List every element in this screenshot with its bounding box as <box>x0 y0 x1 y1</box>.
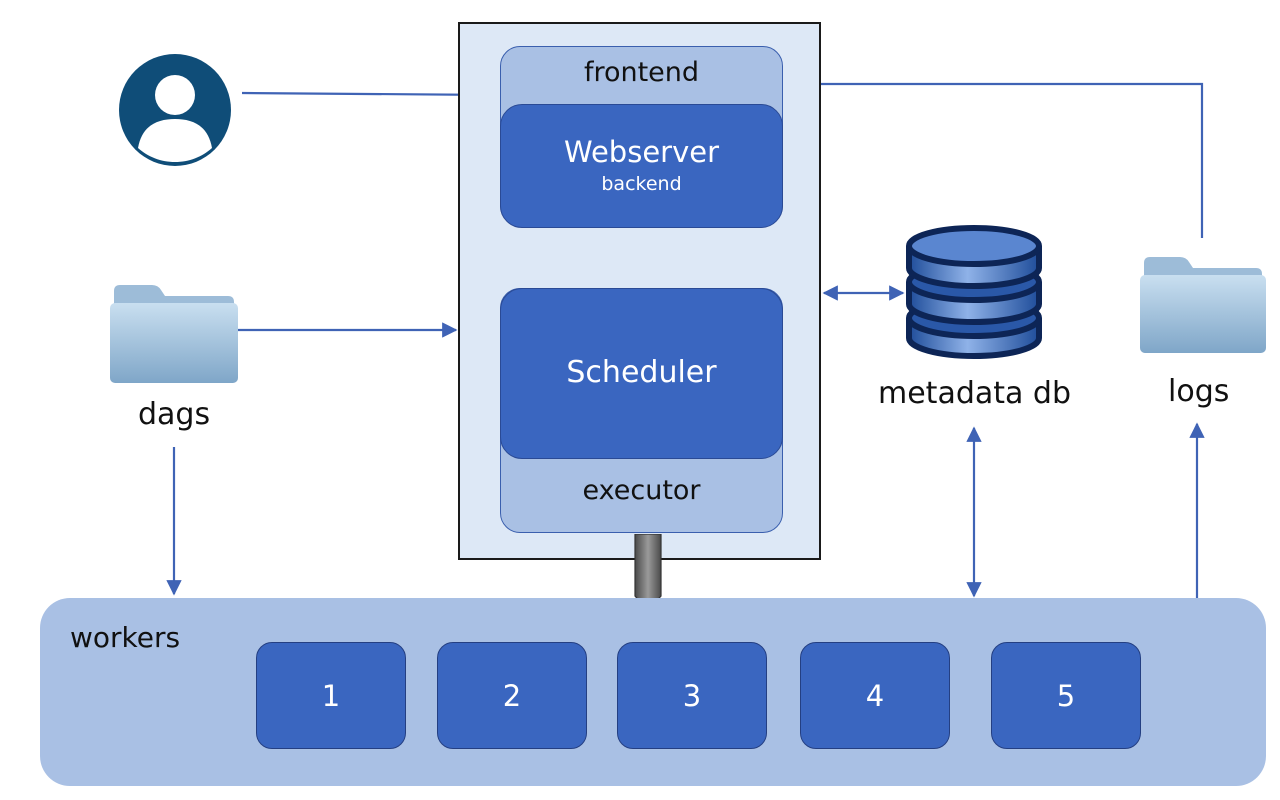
dags-folder-icon[interactable] <box>108 283 240 385</box>
user-to-frontend-arrow <box>241 87 500 103</box>
logs-label: logs <box>1168 374 1230 409</box>
webserver-subtitle: backend <box>601 173 682 195</box>
worker-box-1[interactable]: 1 <box>256 642 406 749</box>
dags-label: dags <box>138 397 211 432</box>
metadata-db-label: metadata db <box>878 376 1072 411</box>
webserver-title: Webserver <box>563 135 720 169</box>
logs-folder-icon[interactable] <box>1138 255 1268 355</box>
frontend-label: frontend <box>583 57 700 88</box>
worker-box-3[interactable]: 3 <box>617 642 767 749</box>
metadata-db-icon[interactable] <box>904 222 1044 362</box>
webserver-box[interactable]: Webserver backend <box>500 104 783 228</box>
executor-label: executor <box>582 475 701 506</box>
scheduler-box[interactable]: Scheduler <box>500 288 783 459</box>
scheduler-title: Scheduler <box>566 355 717 390</box>
worker-box-5[interactable]: 5 <box>991 642 1141 749</box>
worker-box-2[interactable]: 2 <box>437 642 587 749</box>
worker-box-4[interactable]: 4 <box>800 642 950 749</box>
logs-to-frontend-arrow <box>784 76 1204 238</box>
workers-label: workers <box>70 621 181 654</box>
user-avatar-icon[interactable] <box>118 53 232 167</box>
